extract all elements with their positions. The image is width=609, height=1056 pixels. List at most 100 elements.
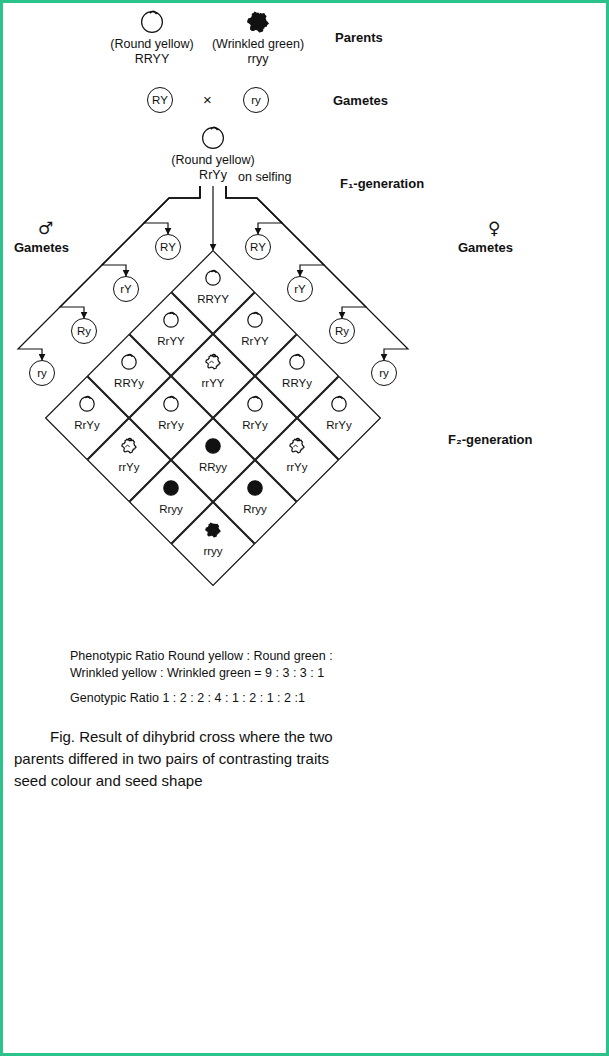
pea-holder (110, 9, 193, 37)
genotype-label: RRYy (255, 377, 339, 390)
pea-holder (204, 269, 222, 287)
label-box: Gametes (333, 93, 388, 108)
cell-outline (256, 419, 339, 502)
gamete-circle: ry (371, 360, 397, 386)
gamete-arrow (226, 186, 366, 318)
pea-hilum (254, 397, 258, 399)
pea-icon (162, 479, 180, 497)
gamete-circle: RY (155, 234, 181, 260)
pea-figure: (Round yellow)RRYY (108, 8, 195, 70)
pea-holder (246, 311, 264, 329)
gamete-label: rY (120, 283, 132, 296)
cell-outline (256, 335, 339, 418)
pea-holder (162, 479, 180, 497)
pea-holder (171, 125, 254, 153)
pea-holder (246, 479, 264, 497)
gamete-label: Ry (77, 325, 91, 338)
gamete-label: ry (379, 367, 389, 380)
figure-caption: Fig. Result of dihybrid cross where the … (14, 726, 364, 792)
label-box: F₂-generation (448, 432, 533, 447)
pea-icon (162, 395, 180, 413)
genotype-label: Rryy (129, 503, 213, 516)
pea-body (248, 12, 269, 32)
pea-icon (120, 353, 138, 371)
pea-body (80, 397, 94, 411)
pea-hilum (128, 355, 132, 357)
genotype-label: rrYY (171, 377, 255, 390)
gametes-label: Gametes (14, 240, 69, 255)
pea-body (203, 128, 224, 149)
pea-icon (162, 311, 180, 329)
pea-wrinkle (125, 445, 129, 446)
cell-outline (172, 503, 255, 586)
caption-box: Fig. Result of dihybrid cross where the … (14, 726, 364, 792)
genotype-label: rrYy (87, 461, 171, 474)
gamete-circle: rY (287, 276, 313, 302)
cell-outline (172, 335, 255, 418)
gamete-arrow (226, 186, 324, 276)
label-box: Parents (335, 30, 383, 45)
pea-figure: (Wrinkled green)rryy (210, 8, 306, 70)
label-box: F₁-generation (340, 176, 424, 191)
pea-label: (Round yellow) (171, 153, 254, 168)
cell-outline (214, 461, 297, 544)
pea-body (122, 439, 136, 453)
label-box: Gametes (14, 240, 69, 255)
pea-holder (78, 395, 96, 413)
genotype-label: rrYy (255, 461, 339, 474)
pea-holder (120, 353, 138, 371)
label-box: on selfing (238, 170, 292, 185)
gamete-label: ry (37, 367, 47, 380)
pea-icon (246, 479, 264, 497)
sex-symbol: ♂ (38, 219, 53, 238)
pea-body (164, 481, 178, 495)
gamete-label: Ry (335, 325, 349, 338)
pea-body (248, 397, 262, 411)
gamete-circle: rY (113, 276, 139, 302)
gamete-circle: Ry (329, 318, 355, 344)
cell-outline (88, 419, 171, 502)
pea-holder (212, 9, 304, 37)
pea-body (142, 12, 163, 33)
pea-wrinkle (293, 445, 297, 446)
pea-holder (162, 395, 180, 413)
gamete-label: RY (250, 241, 266, 254)
cell-outline (130, 461, 213, 544)
pea-holder (288, 353, 306, 371)
cell-outline (130, 377, 213, 460)
genotype-label: RrYY (129, 335, 213, 348)
pea-body (206, 355, 220, 369)
genotype-label: RrYy (129, 419, 213, 432)
pea-label: (Wrinkled green) (212, 37, 304, 52)
pea-body (332, 397, 346, 411)
label-box: Gametes (458, 240, 513, 255)
gamete-arrow (144, 186, 200, 234)
pea-icon (246, 311, 264, 329)
genotype-label: RrYY (213, 335, 297, 348)
pea-hilum (296, 439, 300, 441)
pea-body (290, 439, 304, 453)
gamete-arrow (226, 186, 408, 360)
gamete-arrow (226, 186, 282, 234)
genotype-label: Rryy (213, 503, 297, 516)
generation-label: F₂-generation (448, 432, 533, 447)
pea-icon (78, 395, 96, 413)
pea-icon (288, 353, 306, 371)
cell-outline (88, 335, 171, 418)
gamete-label: rY (294, 283, 306, 296)
pea-holder (120, 437, 138, 455)
gamete-label: RY (160, 241, 176, 254)
cell-outline (172, 419, 255, 502)
cell-outline (214, 377, 297, 460)
cell-outline (46, 377, 129, 460)
genotype-label: RrYy (213, 419, 297, 432)
gamete-circle: ry (29, 360, 55, 386)
gamete-circle: RY (245, 234, 271, 260)
generation-label: F₁-generation (340, 176, 424, 191)
pea-holder (204, 437, 222, 455)
pea-holder (246, 395, 264, 413)
pea-icon (288, 437, 306, 455)
genotype-label: rryy (171, 545, 255, 558)
